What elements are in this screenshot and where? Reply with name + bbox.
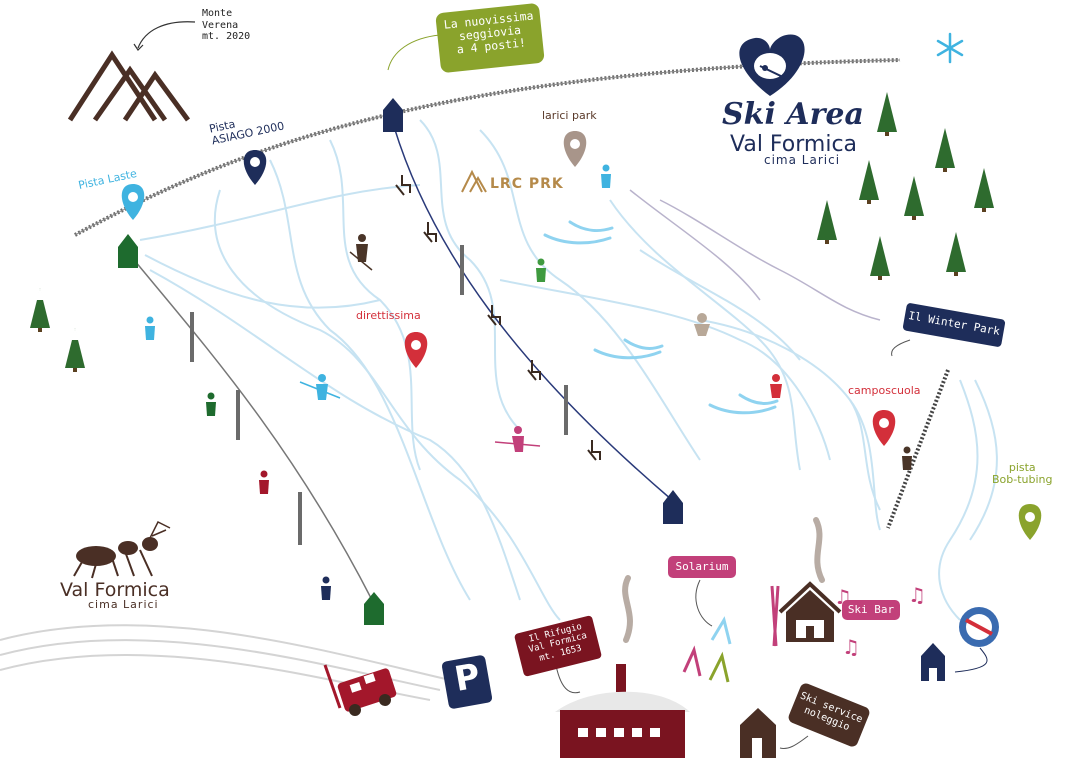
lift-station-top-left <box>118 234 138 268</box>
lift-pylons <box>190 245 568 545</box>
lift-station-bottom-main <box>663 490 683 524</box>
logo-val-formica-text: Val Formica <box>60 579 170 601</box>
ski-bar-label: Ski Bar <box>847 603 895 616</box>
tree-trunks <box>38 132 986 372</box>
monte-verena-mountain-icon <box>67 50 191 122</box>
direttissima-label[interactable]: direttissima <box>356 309 421 322</box>
svg-text:♫: ♫ <box>842 635 860 659</box>
ski-service-building-icon <box>740 708 776 758</box>
sign-connectors <box>554 339 911 749</box>
pin-direttissima-icon <box>404 332 428 368</box>
house-icon-bottom-right <box>921 643 945 681</box>
deck-chair-icons <box>682 616 732 683</box>
pin-camposcuola-icon <box>872 410 896 446</box>
ski-school-badge-icon <box>954 607 999 673</box>
rifugio-building-icon <box>555 664 690 758</box>
snowflake-icon <box>936 32 964 64</box>
svg-text:♫: ♫ <box>908 583 926 607</box>
fir-trees <box>30 92 994 368</box>
pointer-arrow-icon <box>137 21 196 49</box>
chairlift-chairs <box>395 175 601 461</box>
logo-cima-larici-text: cima Larici <box>88 598 159 611</box>
slope-trails <box>139 119 998 621</box>
monte-verena-label: Monte Verena mt. 2020 <box>202 8 251 42</box>
sign-tail <box>387 34 441 71</box>
skier-icons <box>145 164 912 600</box>
snowcat-icon <box>323 664 397 716</box>
val-formica-ant-logo <box>73 520 171 579</box>
lift-station-bottom-left <box>364 592 384 625</box>
skis-icon <box>770 585 780 647</box>
music-note-icons: ♫♫♫ <box>834 583 926 659</box>
parking-sign-icon <box>441 655 493 709</box>
chairlift-cable-left <box>129 254 373 601</box>
lrc-prk-label[interactable]: LRC PRK <box>490 176 564 192</box>
mogul-marks <box>543 220 779 415</box>
pin-larici-park-icon <box>563 131 587 167</box>
chairlift-cable-main <box>391 119 673 501</box>
lift-station-top-main <box>383 98 403 132</box>
solarium-sign[interactable] <box>668 556 736 578</box>
ski-bar-building-icon <box>778 581 842 642</box>
ski-area-title: Ski Area <box>722 97 864 132</box>
tow-line-camposcuola <box>886 369 950 529</box>
ski-bar-sign[interactable] <box>842 600 900 620</box>
larici-park-label[interactable]: larici park <box>542 109 597 122</box>
bob-tubing-label[interactable]: pista Bob-tubing <box>992 461 1053 487</box>
solarium-label: Solarium <box>675 560 729 573</box>
pin-laste-icon <box>121 184 145 220</box>
camposcuola-label[interactable]: camposcuola <box>848 384 921 397</box>
cima-larici-subtitle: cima Larici <box>764 153 841 167</box>
cross-country-trails <box>629 189 881 321</box>
pin-bob-tubing-icon <box>1018 504 1042 540</box>
ski-area-heart-logo <box>739 34 805 96</box>
lrc-park-icon <box>461 169 487 193</box>
smoke <box>622 517 825 643</box>
val-formica-title: Val Formica <box>730 132 858 157</box>
pin-asiago-icon <box>243 150 267 185</box>
